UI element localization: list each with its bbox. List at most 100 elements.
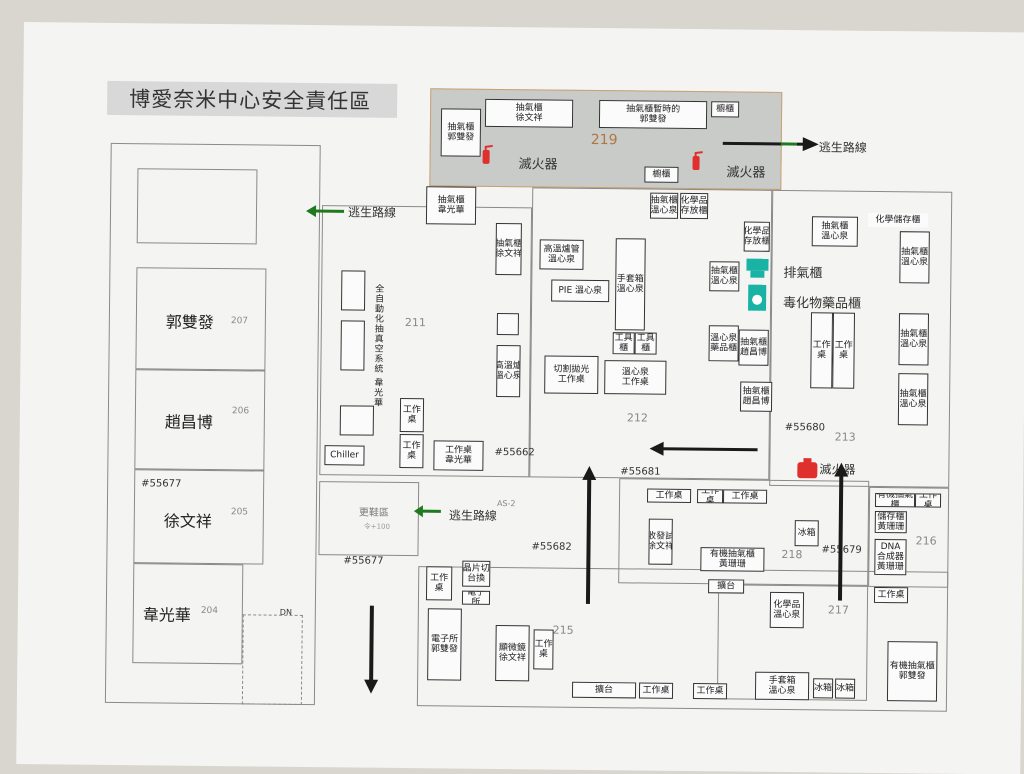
- equipment-212-tool-b: 工具櫃: [634, 332, 657, 355]
- equipment-216-table-b: 工作桌: [873, 586, 909, 604]
- page-title: 博愛奈米中心安全責任區: [129, 87, 372, 114]
- equipment-215-bench-c: 工作桌: [692, 683, 728, 700]
- equipment-212-table: 溫心泉 工作桌: [604, 360, 667, 395]
- equipment-219-hood-b: 抽氣櫃暫時的 郭雙發: [598, 100, 708, 130]
- equipment-213-hood-e: 抽氣櫃 溫心泉: [897, 373, 929, 426]
- equipment-213-table-a: 工作桌: [810, 312, 834, 389]
- extinguisher-icon: [797, 458, 818, 479]
- equipment-218-receiver: 收發試 徐文祥: [648, 518, 673, 565]
- equipment-216-organic-hood: 有機抽氣櫃: [874, 492, 916, 508]
- chiller-unit: Chiller: [324, 445, 365, 466]
- equipment-218-table-c: 工作桌: [722, 489, 768, 504]
- equipment-212-pie: PIE 溫心泉: [551, 279, 610, 303]
- extension-55682: #55682: [531, 541, 572, 553]
- equipment-215-table: 工作桌: [425, 566, 453, 601]
- extinguisher-label: 滅火器: [726, 165, 766, 181]
- locker-room-label: 更鞋區: [358, 507, 389, 519]
- toxic-cabinet-icon: [748, 284, 767, 311]
- equipment-211-rack-1: [340, 270, 366, 311]
- equipment-211-rack-2: [340, 320, 365, 371]
- equipment-219-hood-c: 抽氣櫃 郭雙發: [440, 108, 482, 157]
- office-206-owner: 趙昌博: [164, 412, 213, 432]
- floor-plan-paper: 博愛奈米中心安全責任區 219 211 212 213 218 217 216 …: [16, 22, 1024, 774]
- equipment-215-microscope: 顯微鏡 徐文祥: [495, 624, 530, 682]
- equipment-215-electronic: 電子所: [461, 590, 491, 605]
- equipment-212-chem-cabinet: 溫心泉 藥品櫃: [708, 325, 739, 362]
- toxic-cabinet-label: 毒化物藥品櫃: [783, 295, 862, 312]
- equipment-212-tool-a: 工具櫃: [612, 332, 635, 355]
- office-207-number: 207: [230, 316, 249, 327]
- flow-arrow-up: [834, 462, 849, 601]
- escape-arrow-icon: [306, 205, 345, 218]
- equipment-215-electro: 電子所 郭雙發: [427, 608, 462, 681]
- equipment-212-chem-storage: 化學品 存放櫃: [679, 192, 709, 220]
- equipment-218-table-a: 工作桌: [647, 488, 692, 504]
- equipment-215-bench-a: 擴台: [571, 681, 637, 699]
- escape-arrow-icon: [413, 505, 441, 518]
- extension-55677: #55677: [343, 555, 384, 567]
- escape-arrow-icon: [722, 137, 819, 152]
- equipment-218-organic-hood: 有機抽氣櫃 黃珊珊: [700, 547, 765, 572]
- stairs-label: DN: [279, 607, 293, 617]
- equipment-217-chem: 化學品 溫心泉: [769, 591, 805, 629]
- stairwell: [241, 614, 303, 705]
- equipment-215-bench-b: 工作桌: [638, 682, 674, 699]
- room-212-number: 212: [626, 411, 648, 425]
- room-213-number: 213: [834, 430, 856, 444]
- equipment-211-rack-3: [339, 405, 375, 436]
- extension-55680: #55680: [784, 421, 826, 434]
- equipment-216-dna: DNA 合成器 黃珊珊: [874, 538, 907, 576]
- equipment-212-hood-c: 抽氣櫃 趙昌博: [739, 381, 773, 412]
- equipment-211-table-c: 工作桌 韋光華: [433, 440, 484, 471]
- title-banner: 博愛奈米中心安全責任區: [107, 80, 398, 118]
- equipment-219-hood-a: 抽氣櫃 徐文祥: [484, 98, 574, 128]
- equipment-211-vacuum: 全自動化抽真空系統 韋光華: [371, 283, 384, 408]
- room-211-number: 211: [404, 316, 426, 330]
- equipment-211-hood-a: 抽氣櫃 韋光華: [425, 186, 477, 225]
- extension-55681: #55681: [620, 466, 661, 478]
- equipment-216-table-a: 工作桌: [914, 493, 942, 508]
- room-215-number: 215: [552, 623, 574, 637]
- equipment-211-furnace: 高溫爐 溫心泉: [496, 344, 521, 398]
- locker-room-sub: 令+100: [363, 522, 391, 531]
- exhaust-cabinet-icon: [746, 258, 769, 278]
- equipment-213-hood-a: 抽氣櫃 溫心泉: [811, 216, 859, 247]
- equipment-211-table-b: 工作桌: [399, 433, 424, 469]
- equipment-215-dicer: 晶片切 台換: [462, 560, 491, 587]
- equipment-212-hood-b: 抽氣櫃 溫心泉: [709, 261, 740, 292]
- equipment-215-work-a: 工作桌: [533, 629, 554, 670]
- extinguisher-label: 滅火器: [518, 157, 558, 173]
- equipment-217-bench: 擴台: [708, 579, 745, 594]
- restroom: [136, 168, 258, 245]
- office-206-number: 206: [231, 406, 250, 417]
- flow-arrow-up: [582, 465, 597, 604]
- office-205-owner: 徐文祥: [163, 511, 212, 531]
- room-216-number: 216: [915, 534, 937, 548]
- extension-55662: #55662: [494, 446, 535, 459]
- equipment-219-cabinet-b: 櫥櫃: [644, 166, 679, 183]
- equipment-213-hood-c: 抽氣櫃 溫心泉: [899, 231, 930, 284]
- equipment-212-furnace: 高溫爐管 溫心泉: [539, 239, 584, 270]
- extinguisher-icon: [482, 144, 493, 164]
- equipment-211-bench: [496, 312, 519, 336]
- flow-arrow-down: [364, 605, 379, 694]
- equipment-211-table-a: 工作桌: [399, 397, 425, 433]
- office-204-number: 204: [200, 605, 219, 617]
- office-207-owner: 郭雙發: [165, 312, 214, 333]
- equipment-212-hood-a: 抽氣櫃 溫心泉: [649, 192, 679, 219]
- flow-arrow-left: [649, 441, 758, 456]
- escape-route-label: 逃生路線: [347, 205, 397, 220]
- room-218-number: 218: [781, 547, 803, 562]
- extinguisher-icon: [692, 151, 703, 171]
- escape-route-label: 逃生路線: [818, 140, 867, 155]
- escape-route-label: 逃生路線: [448, 508, 497, 523]
- equipment-216-storage: 儲存櫃 黃珊珊: [874, 510, 907, 534]
- equipment-213-hood-d: 抽氣櫃 溫心泉: [898, 313, 929, 366]
- equipment-213-chem-cabinet: 化學儲存櫃: [867, 212, 929, 228]
- equipment-212-glovebox: 手套箱 溫心泉: [614, 238, 646, 331]
- equipment-211-hood-b: 抽氣櫃 徐文祥: [495, 222, 522, 276]
- office-204-owner: 韋光華: [142, 605, 191, 625]
- equipment-215-hood-right: 有機抽氣櫃 郭雙發: [886, 641, 938, 702]
- as2-label: AS-2: [496, 498, 516, 509]
- equipment-215-fridge-a: 冰箱: [812, 678, 834, 699]
